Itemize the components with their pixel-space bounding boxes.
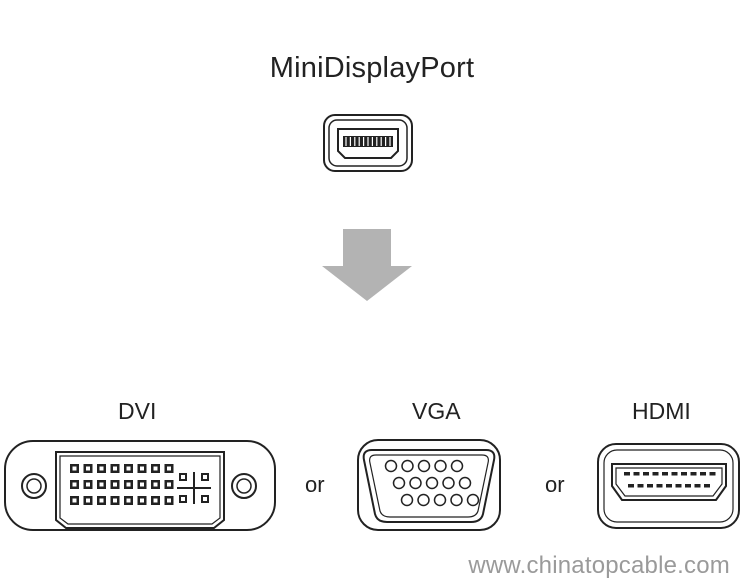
or-separator-2: or xyxy=(545,472,565,497)
vga-label: VGA xyxy=(412,398,461,424)
watermark: www.chinatopcable.com xyxy=(468,552,730,579)
hdmi-label: HDMI xyxy=(632,398,691,424)
minidisplayport-title: MiniDisplayPort xyxy=(269,52,475,84)
dvi-label: DVI xyxy=(118,398,157,424)
or-separator-1: or xyxy=(305,472,325,497)
